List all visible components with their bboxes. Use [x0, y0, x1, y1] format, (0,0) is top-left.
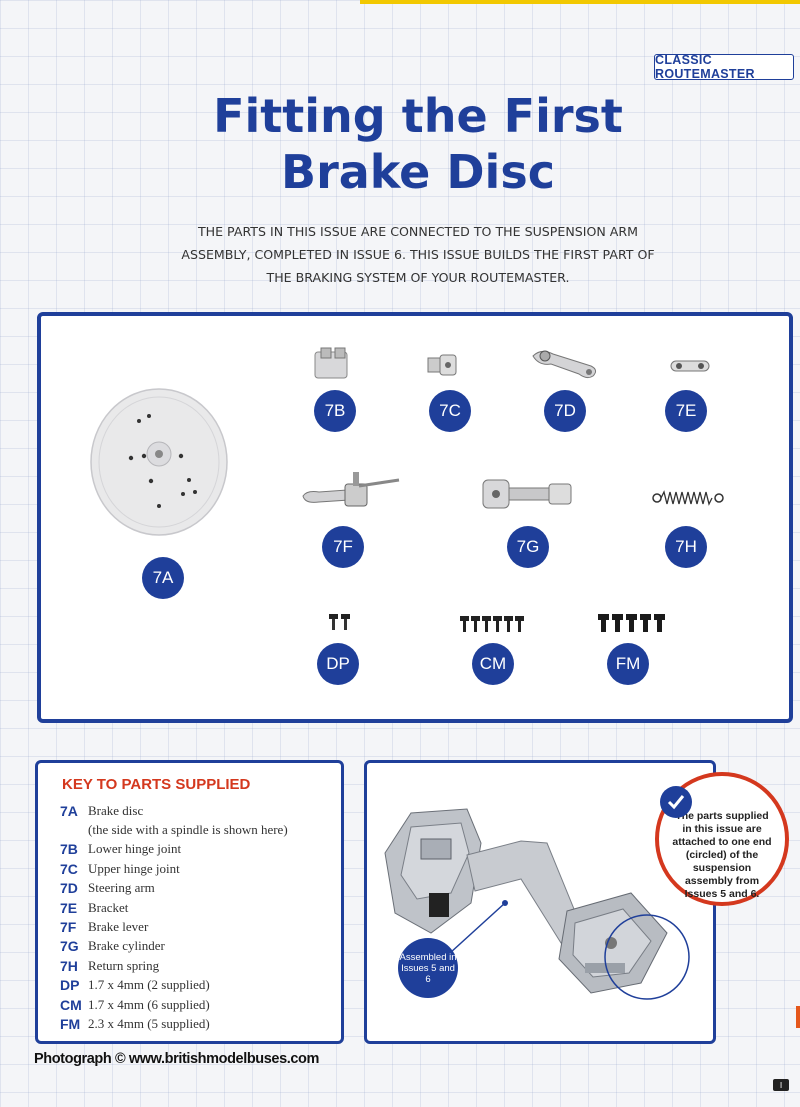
list-item: 7E Bracket: [60, 898, 288, 917]
brake-lever-image: [302, 472, 400, 507]
cm-screws-image: [460, 616, 524, 632]
page-title-line-2: Brake Disc: [281, 145, 555, 199]
list-item: 7F Brake lever: [60, 917, 288, 936]
key-desc: Bracket: [88, 899, 129, 915]
key-code: 7B: [60, 841, 78, 858]
parts-panel: 7A 7B 7C 7D 7E: [37, 312, 793, 723]
badge-7E: 7E: [665, 390, 707, 432]
key-desc: Steering arm: [88, 880, 155, 896]
upper-hinge-joint-image: [427, 354, 457, 376]
return-spring-image: [652, 490, 724, 506]
key-code: 7G: [60, 938, 79, 955]
steering-arm-image: [532, 350, 597, 379]
key-code: 7E: [60, 899, 78, 916]
key-note: (the side with a spindle is shown here): [88, 822, 288, 838]
list-item: CM 1.7 x 4mm (6 supplied): [60, 995, 288, 1014]
key-title: KEY TO PARTS SUPPLIED: [62, 776, 251, 793]
key-code: 7D: [60, 880, 78, 897]
intro-text: THE PARTS IN THIS ISSUE ARE CONNECTED TO…: [181, 224, 655, 285]
key-code: 7A: [60, 802, 78, 819]
list-item: 7A Brake disc: [60, 801, 288, 820]
key-list: 7A Brake disc (the side with a spindle is…: [60, 801, 288, 1034]
page-title: Fitting the First Brake Disc: [0, 88, 800, 200]
side-tab: [796, 1006, 800, 1028]
badge-7G: 7G: [507, 526, 549, 568]
key-desc: Upper hinge joint: [88, 860, 180, 876]
info-text: The parts supplied in this issue are att…: [672, 810, 772, 900]
list-item: (the side with a spindle is shown here): [60, 820, 288, 839]
key-panel: KEY TO PARTS SUPPLIED 7A Brake disc (the …: [35, 760, 344, 1044]
key-desc: Brake disc: [88, 802, 144, 818]
key-code: 7C: [60, 860, 78, 877]
key-desc: 1.7 x 4mm (6 supplied): [88, 996, 210, 1012]
page-number: I: [773, 1079, 789, 1091]
key-desc: 1.7 x 4mm (2 supplied): [88, 977, 210, 993]
checkmark-icon: [660, 786, 692, 818]
key-code: FM: [60, 1015, 81, 1032]
list-item: DP 1.7 x 4mm (2 supplied): [60, 976, 288, 995]
badge-7F: 7F: [322, 526, 364, 568]
badge-7B: 7B: [314, 390, 356, 432]
suspension-assembly-image: [384, 808, 690, 1000]
top-color-strip: [360, 0, 800, 4]
key-code: 7H: [60, 957, 78, 974]
list-item: 7H Return spring: [60, 956, 288, 975]
list-item: 7C Upper hinge joint: [60, 859, 288, 878]
badge-7A: 7A: [142, 557, 184, 599]
badge-7D: 7D: [544, 390, 586, 432]
fm-screws-image: [598, 614, 665, 632]
key-code: CM: [60, 996, 82, 1013]
key-code: DP: [60, 977, 80, 994]
badge-FM: FM: [607, 643, 649, 685]
lower-hinge-joint-image: [314, 347, 348, 379]
series-tag: CLASSIC ROUTEMASTER: [654, 53, 794, 81]
key-desc: 2.3 x 4mm (5 supplied): [88, 1015, 210, 1031]
brake-disc-image: [90, 388, 228, 536]
page-title-line-1: Fitting the First: [213, 89, 623, 143]
list-item: 7D Steering arm: [60, 879, 288, 898]
key-desc: Brake cylinder: [88, 938, 165, 954]
list-item: 7G Brake cylinder: [60, 937, 288, 956]
key-code: 7F: [60, 919, 77, 936]
key-desc: Lower hinge joint: [88, 841, 182, 857]
assembled-badge: Assembled in Issues 5 and 6: [398, 938, 458, 998]
bracket-image: [670, 360, 710, 372]
badge-DP: DP: [317, 643, 359, 685]
list-item: 7B Lower hinge joint: [60, 840, 288, 859]
brake-cylinder-image: [482, 479, 572, 509]
key-desc: Return spring: [88, 957, 160, 973]
badge-CM: CM: [472, 643, 514, 685]
photo-credit: Photograph © www.britishmodelbuses.com: [34, 1051, 319, 1067]
badge-7H: 7H: [665, 526, 707, 568]
dp-screws-image: [329, 614, 350, 630]
badge-7C: 7C: [429, 390, 471, 432]
list-item: FM 2.3 x 4mm (5 supplied): [60, 1014, 288, 1033]
key-desc: Brake lever: [88, 919, 149, 935]
